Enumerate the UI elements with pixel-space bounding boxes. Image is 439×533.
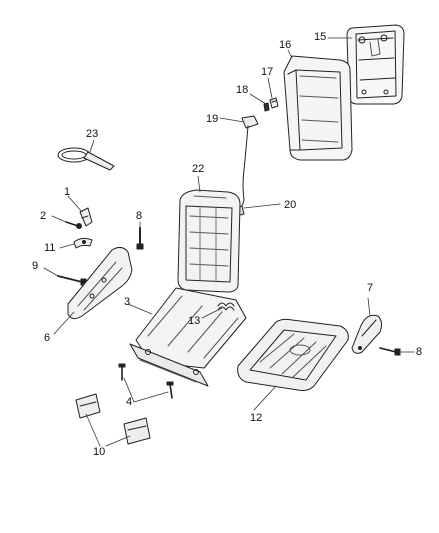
callout-9: 9 [32,260,39,272]
callout-2: 2 [40,210,47,222]
part-seat-back-pan [177,189,241,293]
callout-8-left: 8 [136,210,143,222]
part-seat-cushion-pan [237,318,349,391]
part-seat-back-frame [283,55,353,161]
part-small-clip [263,102,270,112]
callout-23: 23 [86,128,99,140]
part-screw-2 [65,221,82,229]
callout-22: 22 [192,163,205,175]
part-trim-clip [73,237,93,249]
part-screws-4 [118,363,174,399]
callout-19: 19 [206,113,219,125]
callout-20: 20 [284,199,297,211]
part-recliner-lever [79,207,93,227]
callout-10: 10 [93,446,106,458]
callout-16: 16 [279,39,292,51]
part-spring [217,302,235,311]
callout-6: 6 [44,332,51,344]
callout-18: 18 [236,84,249,96]
callout-4: 4 [126,396,133,408]
leader-lines [43,37,415,447]
callout-13: 13 [188,315,201,327]
callout-8-right: 8 [416,346,423,358]
callout-11: 11 [44,242,56,254]
callout-3: 3 [124,296,131,308]
callout-12: 12 [250,412,263,424]
part-clip [269,97,279,109]
part-release-cable [57,147,115,171]
part-bolt-left [136,227,144,250]
callout-1: 1 [64,186,71,198]
part-track-covers [75,393,151,445]
part-seat-frame [129,287,247,387]
part-rear-panel [346,24,405,105]
part-bolt-right [379,347,401,356]
callout-17: 17 [261,66,274,78]
part-bolt-9 [57,275,87,286]
part-side-cover [351,314,383,354]
part-side-shield [67,246,133,320]
callout-15: 15 [314,31,327,43]
callout-7: 7 [367,282,374,294]
